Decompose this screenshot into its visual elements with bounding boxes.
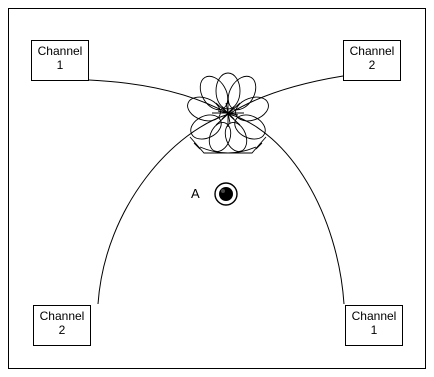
cable-bottom-right xyxy=(228,113,345,305)
channel-box-top-right: Channel 2 xyxy=(343,40,401,81)
channel-box-top-right-line1: Channel xyxy=(349,44,395,58)
cable-bottom-left xyxy=(97,113,230,305)
cable-top-left xyxy=(88,79,230,115)
channel-box-top-left: Channel 1 xyxy=(31,40,89,81)
channel-box-bottom-left-line2: 2 xyxy=(58,323,66,337)
channel-box-top-right-line2: 2 xyxy=(368,58,376,72)
channel-box-bottom-left: Channel 2 xyxy=(33,305,91,346)
flower-icon xyxy=(187,72,269,154)
channel-box-bottom-right-line2: 1 xyxy=(370,323,378,337)
target-icon xyxy=(214,182,238,206)
channel-box-top-left-line1: Channel xyxy=(37,44,83,58)
channel-box-top-left-line2: 1 xyxy=(56,58,64,72)
channel-box-bottom-left-line1: Channel xyxy=(39,309,85,323)
point-label-a: A xyxy=(191,186,200,201)
cable-top-right xyxy=(228,75,344,115)
channel-box-bottom-right-line1: Channel xyxy=(351,309,397,323)
channel-box-bottom-right: Channel 1 xyxy=(345,305,403,346)
